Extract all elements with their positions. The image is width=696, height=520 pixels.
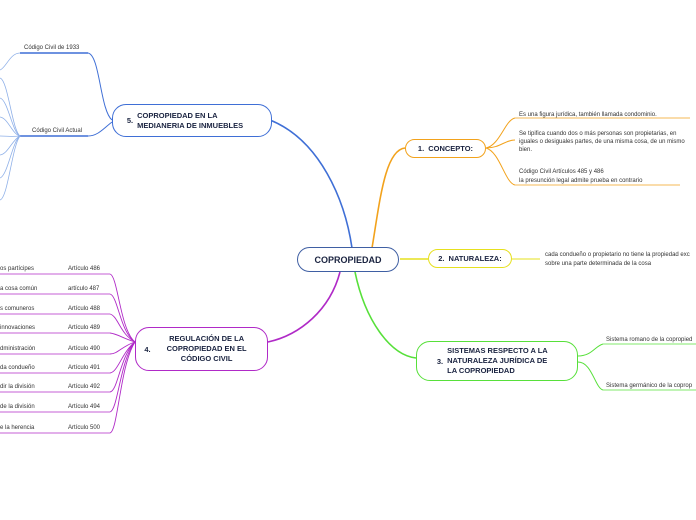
regulacion-row-right: Artículo 494 bbox=[68, 404, 101, 410]
concepto-item: Se tipifica cuando dos o más personas so… bbox=[519, 131, 685, 153]
branch-number: 1. bbox=[417, 144, 425, 153]
regulacion-row-left: s comuneros bbox=[0, 306, 35, 312]
branch-medianeria[interactable]: 5. COPROPIEDAD EN LA MEDIANERIA DE INMUE… bbox=[112, 104, 272, 137]
naturaleza-item: sobre una parte determinada de la cosa bbox=[545, 261, 652, 267]
sistemas-item: Sistema romano de la copropied bbox=[606, 337, 693, 343]
branch-regulacion[interactable]: 4. REGULACIÓN DE LA COPROPIEDAD EN EL CÓ… bbox=[135, 327, 268, 371]
regulacion-row-right: Artículo 492 bbox=[68, 384, 101, 390]
regulacion-row-left: dir la división bbox=[0, 384, 35, 390]
regulacion-row-right: Artículo 500 bbox=[68, 425, 101, 431]
branch-label: NATURALEZA: bbox=[448, 254, 502, 263]
central-topic-label: COPROPIEDAD bbox=[314, 254, 382, 265]
branch-number: 4. bbox=[144, 344, 151, 354]
regulacion-row-left: innovaciones bbox=[0, 325, 36, 331]
branch-label: REGULACIÓN DE LA COPROPIEDAD EN EL CÓDIG… bbox=[166, 334, 247, 363]
concepto-item: Es una figura jurídica, también llamada … bbox=[519, 112, 657, 118]
branch-label: COPROPIEDAD EN LA MEDIANERIA DE INMUEBLE… bbox=[137, 110, 244, 130]
branch-number: 5. bbox=[126, 116, 134, 125]
branch-label: SISTEMAS RESPECTO A LA NATURALEZA JURÍDI… bbox=[447, 346, 548, 375]
regulacion-row-right: Artículo 491 bbox=[68, 365, 101, 371]
regulacion-row-right: Artículo 489 bbox=[68, 325, 101, 331]
medianeria-item: Código Civil Actual bbox=[32, 128, 83, 134]
branch-concepto[interactable]: 1. CONCEPTO: bbox=[405, 139, 486, 158]
regulacion-row-left: dministración bbox=[0, 346, 36, 352]
sistemas-item: Sistema germánico de la coprop bbox=[606, 383, 693, 389]
regulacion-row-right: Artículo 490 bbox=[68, 346, 101, 352]
medianeria-item: Código Civil de 1933 bbox=[24, 45, 80, 51]
naturaleza-item: cada condueño o propietario no tiene la … bbox=[545, 252, 690, 258]
branch-number: 2. bbox=[438, 254, 445, 263]
branch-number: 3. bbox=[436, 356, 444, 366]
branch-sistemas[interactable]: 3. SISTEMAS RESPECTO A LA NATURALEZA JUR… bbox=[416, 341, 578, 381]
branch-naturaleza[interactable]: 2. NATURALEZA: bbox=[428, 249, 512, 268]
concepto-item: Código Civil Artículos 485 y 486 bbox=[519, 169, 604, 175]
central-topic[interactable]: COPROPIEDAD bbox=[297, 247, 399, 272]
regulacion-row-right: Artículo 486 bbox=[68, 266, 101, 272]
regulacion-row-left: a cosa común bbox=[0, 286, 38, 292]
regulacion-row-left: e la herencia bbox=[0, 425, 35, 431]
regulacion-row-left: da condueño bbox=[0, 365, 35, 371]
regulacion-row-right: artículo 487 bbox=[68, 286, 100, 292]
regulacion-row-right: Artículo 488 bbox=[68, 306, 101, 312]
branch-label: CONCEPTO: bbox=[428, 144, 474, 153]
concepto-item: la presunción legal admite prueba en con… bbox=[519, 178, 643, 184]
regulacion-row-left: os partícipes bbox=[0, 266, 35, 272]
regulacion-row-left: de la división bbox=[0, 404, 35, 410]
